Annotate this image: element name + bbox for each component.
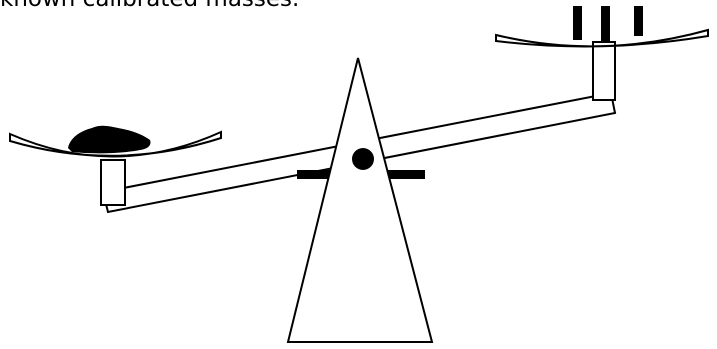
calibrated-mass-weight [573,6,582,40]
fulcrum-triangle [288,58,432,342]
unknown-mass-rock [68,126,151,154]
calibrated-mass-weight [601,6,610,42]
left-pan-post [101,160,125,205]
right-pan-post [593,42,615,100]
calibrated-mass-weight [634,6,643,36]
pivot-dot [352,148,374,170]
